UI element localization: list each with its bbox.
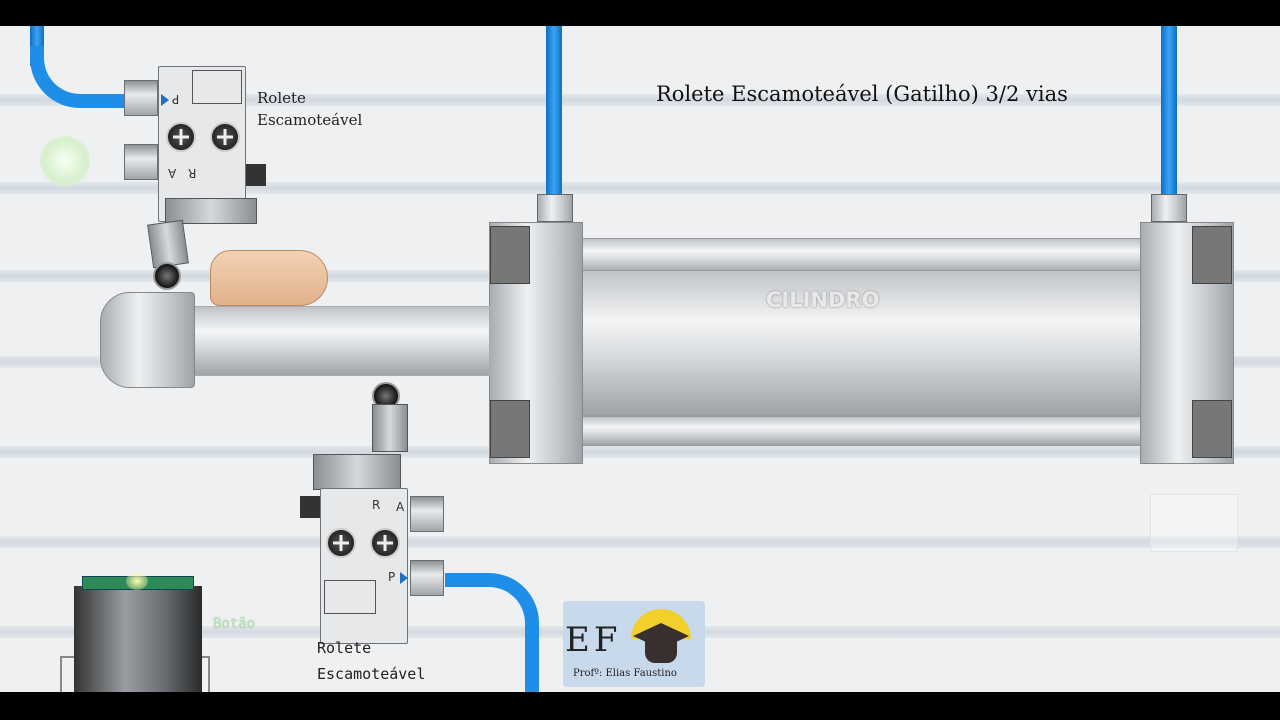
valve-bottom-label-1: Rolete [317,639,372,657]
tie-rod [580,238,1145,274]
roller-lever[interactable] [147,219,189,269]
air-tube [546,26,562,196]
port-arrow [400,572,408,584]
cap-nut [1192,400,1232,458]
valve-top-label-2: Escamoteável [257,111,363,129]
piston-rod [180,306,490,376]
port-fitting [1151,194,1187,222]
port-fitting [537,194,573,222]
page-title: Rolete Escamoteável (Gatilho) 3/2 vias [656,82,1068,106]
fitting-p [410,560,444,596]
exhaust-plug [246,164,266,186]
push-button-body [74,586,202,692]
port-r-label: R [188,166,197,180]
roller-lever[interactable] [372,404,408,452]
background-band [0,182,1280,194]
simulation-canvas: Rolete Escamoteável (Gatilho) 3/2 vias C… [0,26,1280,692]
valve-symbol [192,70,242,104]
cap-nut [490,226,530,284]
roller-valve-bottom[interactable] [320,488,408,644]
port-a-label: A [168,166,177,180]
mounting-screw [166,122,196,152]
background-band [0,94,1280,106]
mounting-screw [210,122,240,152]
rod-end-cam [100,292,195,388]
cursor-highlight-icon [126,572,148,590]
background-band [0,536,1280,548]
mounting-screw [370,528,400,558]
cap-nut [490,400,530,458]
port-p-label: P [388,570,396,584]
fitting-p [124,80,158,116]
valve-top-label-1: Rolete [257,89,306,107]
mounting-screw [326,528,356,558]
air-tube [1161,26,1177,196]
background-band [0,446,1280,458]
port-arrow [161,94,169,106]
roller-bracket [165,198,257,224]
exhaust-plug [300,496,322,518]
port-a-label: A [396,500,405,514]
port-r-label: R [372,498,381,512]
air-tube [445,573,539,692]
valve-symbol [324,580,376,614]
fitting-a [124,144,158,180]
tie-rod [580,416,1145,446]
graduation-cap-icon [645,639,677,663]
roller-wheel[interactable] [153,262,181,290]
button-label: Botão [213,616,256,632]
logo-letters: EF [565,620,622,660]
roller-bracket [313,454,401,490]
port-p-label: P [172,92,180,106]
cylinder-label: CILINDRO [766,288,880,312]
logo: EF Profº: Elias Faustino [563,601,705,687]
hand-pointer-icon [210,250,328,306]
cylinder-barrel [580,270,1145,416]
diagram-thumbnail[interactable] [1150,494,1238,552]
cap-nut [1192,226,1232,284]
exhaust-puff-icon [40,136,90,186]
fitting-a [410,496,444,532]
valve-bottom-label-2: Escamoteável [317,665,426,683]
logo-caption: Profº: Elias Faustino [573,668,677,679]
